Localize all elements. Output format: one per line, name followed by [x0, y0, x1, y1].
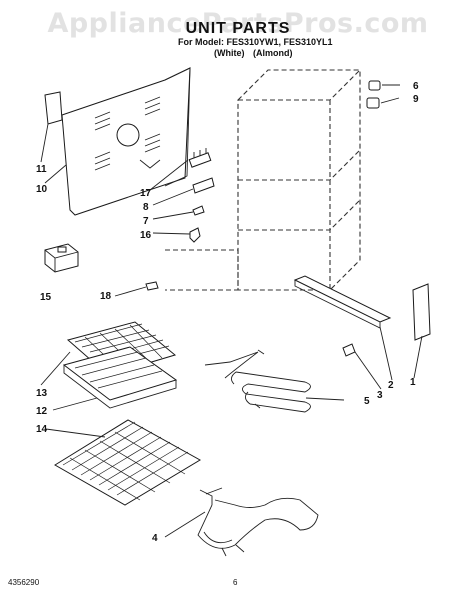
callout-6: 6 [413, 81, 419, 92]
callout-16: 16 [140, 230, 152, 241]
callout-5: 5 [364, 396, 370, 407]
watermark: AppliancePartsPros.com [47, 8, 429, 39]
callout-11: 11 [36, 164, 47, 175]
callout-18: 18 [100, 291, 112, 302]
callout-2: 2 [388, 380, 394, 391]
oven-rack [54, 419, 201, 506]
back-panel [61, 67, 191, 216]
callout-15: 15 [40, 292, 52, 303]
color-variants: (White) (Almond) [214, 48, 293, 58]
document-number: 4356290 [8, 578, 40, 587]
retainer-clip [342, 343, 356, 357]
mounting-bracket [192, 177, 215, 194]
wire-connector [145, 281, 159, 291]
bake-element [204, 349, 311, 413]
oven-sensor [189, 227, 201, 243]
callout-9: 9 [413, 94, 419, 105]
callout-13: 13 [36, 388, 48, 399]
knob-6 [368, 80, 381, 91]
callout-12: 12 [36, 406, 48, 417]
callout-8: 8 [143, 202, 149, 213]
knob-9 [366, 97, 380, 109]
leader-lines [40, 84, 423, 538]
selector-switch [44, 243, 79, 273]
broil-element [197, 487, 319, 557]
callout-10: 10 [36, 184, 48, 195]
end-cover [412, 283, 431, 341]
callout-7: 7 [143, 216, 149, 227]
model-line: For Model: FES310YW1, FES310YL1 [178, 37, 333, 47]
callout-1: 1 [410, 377, 416, 388]
terminal-block [188, 148, 212, 168]
page-number: 6 [233, 578, 238, 587]
page-title: UNIT PARTS [185, 20, 291, 37]
callout-3: 3 [377, 390, 383, 401]
callout-4: 4 [152, 533, 158, 544]
oven-cabinet-outline [165, 69, 361, 291]
callout-14: 14 [36, 424, 48, 435]
vent-rail [293, 275, 392, 329]
callout-17: 17 [140, 188, 152, 199]
wire-clip [192, 205, 205, 216]
callout-labels: 1 2 3 4 5 6 7 8 9 10 11 12 13 14 15 16 1… [36, 81, 419, 544]
insulation-strip [44, 91, 63, 125]
broiler-pan [62, 346, 178, 409]
